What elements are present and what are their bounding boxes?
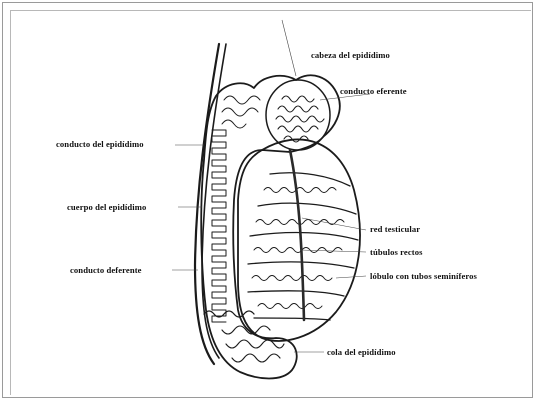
label-tubulos-rectos: túbulos rectos	[370, 247, 423, 257]
epididymal-duct-coils	[212, 130, 226, 322]
label-lobulo: lóbulo con tubos seminíferos	[370, 271, 477, 281]
leader-red	[302, 218, 366, 230]
testis-outline	[238, 139, 360, 341]
label-conducto-epididimo: conducto del epidídimo	[56, 139, 144, 149]
label-conducto-deferente: conducto deferente	[70, 265, 142, 275]
label-cabeza-epididimo: cabeza del epidídimo	[311, 50, 390, 60]
label-cola-epididimo: cola del epidídimo	[327, 347, 396, 357]
label-cuerpo-epididimo: cuerpo del epidídimo	[67, 202, 146, 212]
label-conducto-eferente: conducto eferente	[340, 86, 407, 96]
epididymis-outline	[201, 75, 340, 378]
label-red-testicular: red testicular	[370, 224, 420, 234]
rete-testis	[290, 150, 304, 320]
leader-cabeza	[282, 20, 296, 76]
leader-lobulo	[336, 276, 366, 278]
